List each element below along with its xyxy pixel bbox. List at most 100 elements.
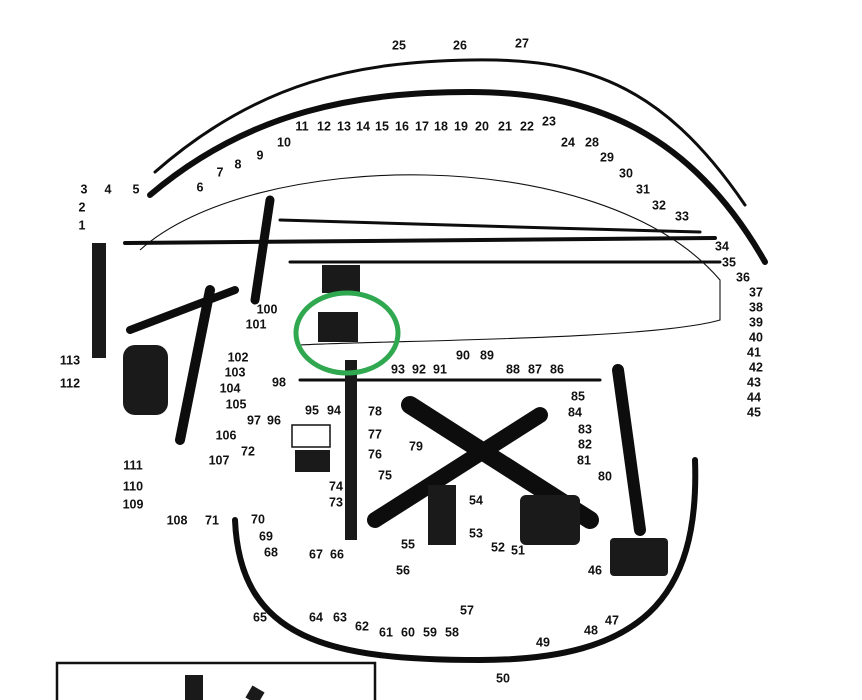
right-box <box>610 538 668 576</box>
callout-22: 22 <box>520 119 534 133</box>
callout-37: 37 <box>749 285 763 299</box>
callout-15: 15 <box>375 119 389 133</box>
callout-47: 47 <box>605 613 619 627</box>
callout-73: 73 <box>329 495 343 509</box>
callout-97: 97 <box>247 413 261 427</box>
callout-5: 5 <box>133 182 140 196</box>
callout-58: 58 <box>445 625 459 639</box>
callout-107: 107 <box>209 453 230 467</box>
callout-50: 50 <box>496 671 510 685</box>
callout-48: 48 <box>584 623 598 637</box>
callout-82: 82 <box>578 437 592 451</box>
highlight-circle <box>293 290 401 376</box>
scissor-arm-b <box>367 407 548 528</box>
callout-72: 72 <box>241 444 255 458</box>
callout-55: 55 <box>401 537 415 551</box>
callout-31: 31 <box>636 182 650 196</box>
callout-45: 45 <box>747 405 761 419</box>
left-channel <box>92 243 106 358</box>
callout-74: 74 <box>329 479 343 493</box>
callout-111: 111 <box>123 458 143 472</box>
callout-44: 44 <box>747 390 761 404</box>
callout-59: 59 <box>423 625 437 639</box>
callout-63: 63 <box>333 610 347 624</box>
callout-27: 27 <box>515 36 529 50</box>
callout-46: 46 <box>588 563 602 577</box>
callout-42: 42 <box>749 360 763 374</box>
callout-100: 100 <box>257 302 278 316</box>
callout-51: 51 <box>511 543 525 557</box>
pad-77 <box>291 424 331 448</box>
left-motor <box>123 345 168 415</box>
callout-108: 108 <box>167 513 188 527</box>
callout-53: 53 <box>469 526 483 540</box>
callout-90: 90 <box>456 348 470 362</box>
callout-64: 64 <box>309 610 323 624</box>
callout-4: 4 <box>105 182 112 196</box>
switch-76 <box>295 450 330 472</box>
frame-outline <box>139 174 721 346</box>
callout-29: 29 <box>600 150 614 164</box>
roof-rail-outer <box>153 58 747 207</box>
callout-88: 88 <box>506 362 520 376</box>
callout-40: 40 <box>749 330 763 344</box>
callout-98: 98 <box>272 375 286 389</box>
callout-2: 2 <box>79 200 86 214</box>
callout-33: 33 <box>675 209 689 223</box>
callout-32: 32 <box>652 198 666 212</box>
callout-77: 77 <box>368 427 382 441</box>
callout-76: 76 <box>368 447 382 461</box>
callout-30: 30 <box>619 166 633 180</box>
callout-35: 35 <box>722 255 736 269</box>
callout-60: 60 <box>401 625 415 639</box>
callout-3: 3 <box>81 182 88 196</box>
callout-34: 34 <box>715 239 729 253</box>
vertical-strip <box>345 360 357 540</box>
callout-56: 56 <box>396 563 410 577</box>
callout-8: 8 <box>235 157 242 171</box>
callout-102: 102 <box>228 350 249 364</box>
callout-6: 6 <box>197 180 204 194</box>
callout-86: 86 <box>550 362 564 376</box>
callout-16: 16 <box>395 119 409 133</box>
callout-92: 92 <box>412 362 426 376</box>
callout-104: 104 <box>220 381 241 395</box>
callout-67: 67 <box>309 547 323 561</box>
callout-101: 101 <box>246 317 267 331</box>
inset-part-b <box>245 685 265 700</box>
motor-80 <box>520 495 580 545</box>
callout-38: 38 <box>749 300 763 314</box>
callout-103: 103 <box>225 365 246 379</box>
callout-78: 78 <box>368 404 382 418</box>
callout-70: 70 <box>251 512 265 526</box>
callout-12: 12 <box>317 119 331 133</box>
callout-69: 69 <box>259 529 273 543</box>
callout-23: 23 <box>542 114 556 128</box>
callout-21: 21 <box>498 119 512 133</box>
center-motor <box>318 312 358 342</box>
callout-96: 96 <box>267 413 281 427</box>
callout-87: 87 <box>528 362 542 376</box>
center-bracket <box>322 265 360 293</box>
left-arm <box>126 286 239 334</box>
callout-13: 13 <box>337 119 351 133</box>
callout-85: 85 <box>571 389 585 403</box>
callout-105: 105 <box>226 397 247 411</box>
left-post <box>250 195 275 305</box>
callout-54: 54 <box>469 493 483 507</box>
callout-81: 81 <box>577 453 591 467</box>
callout-20: 20 <box>475 119 489 133</box>
mid-rail <box>278 218 702 234</box>
front-rail <box>123 236 717 245</box>
callout-49: 49 <box>536 635 550 649</box>
callout-71: 71 <box>205 513 219 527</box>
callout-62: 62 <box>355 619 369 633</box>
callout-24: 24 <box>561 135 575 149</box>
callout-41: 41 <box>747 345 761 359</box>
callout-113: 113 <box>60 353 80 367</box>
callout-18: 18 <box>434 119 448 133</box>
callout-25: 25 <box>392 38 406 52</box>
inset-part-a <box>185 675 203 700</box>
